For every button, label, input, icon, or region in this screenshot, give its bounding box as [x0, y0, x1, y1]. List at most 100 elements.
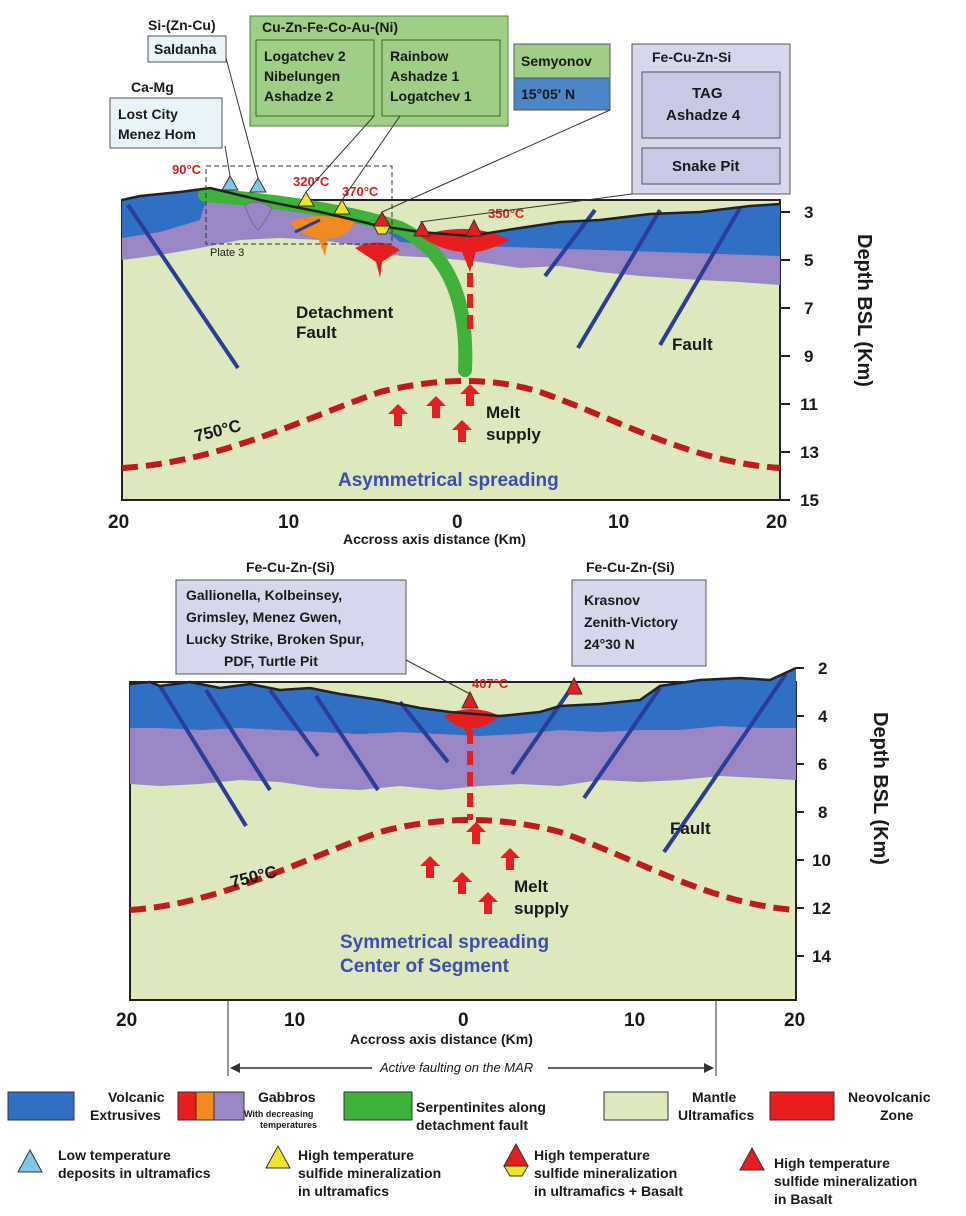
fault-line — [662, 672, 788, 854]
bottom-annotations: Fe-Cu-Zn-(Si) Gallionella, Kolbeinsey, G… — [175, 559, 707, 695]
legend-swatch-serpentinite — [343, 1091, 413, 1121]
detachment-label-2: Fault — [296, 323, 337, 342]
fault-line — [582, 686, 662, 800]
x-tick: 10 — [624, 1010, 645, 1031]
melt-label-top-1: Melt — [486, 403, 520, 422]
legend-swatch-neovolcanic — [769, 1091, 835, 1121]
legend-swatch-gabbro-hot — [177, 1091, 197, 1121]
melt-label-top-2: supply — [486, 425, 541, 444]
bottom-cross-section: 407°C 750°C Fault Melt supply Symmetrica… — [116, 659, 891, 1076]
legend-label: Gabbros — [258, 1089, 316, 1105]
depth-tick: 14 — [812, 947, 831, 966]
fault-line — [126, 203, 240, 370]
box-text: Gallionella, Kolbeinsey, — [186, 587, 342, 603]
melt-label-bottom-2: supply — [514, 899, 569, 918]
x-tick: 20 — [784, 1010, 805, 1031]
depth-tick: 15 — [800, 491, 819, 510]
legend-label: Ultramafics — [678, 1107, 754, 1123]
box-tag — [641, 71, 781, 139]
fault-line — [398, 700, 450, 764]
box-lost-city — [109, 97, 223, 149]
box-text: Ashadze 4 — [666, 107, 741, 124]
active-faulting-label: Active faulting on the MAR — [379, 1060, 533, 1075]
box-text: Ashadze 1 — [390, 68, 459, 84]
legend-label: Extrusives — [90, 1107, 161, 1123]
depth-tick: 13 — [800, 443, 819, 462]
legend-label: in Basalt — [774, 1191, 833, 1207]
gabbro-small-intrusion — [244, 201, 273, 231]
legend-label: High temperature — [534, 1147, 650, 1163]
box-text: 15°05' N — [521, 86, 575, 102]
box-text: PDF, Turtle Pit — [224, 653, 318, 669]
legend-label: sulfide mineralization — [298, 1165, 441, 1181]
asymmetrical-spreading-label: Asymmetrical spreading — [338, 470, 559, 491]
fault-line — [158, 684, 248, 828]
melt-arrows-top — [388, 384, 480, 442]
x-axis-title-top: Accross axis distance (Km) — [343, 531, 526, 547]
box-saldanha — [147, 35, 227, 63]
x-tick: 20 — [116, 1010, 137, 1031]
box-text: Lost City — [118, 106, 178, 122]
legend-label: Volcanic — [108, 1089, 165, 1105]
group-label-cu-zn: Cu-Zn-Fe-Co-Au-(Ni) — [262, 19, 398, 35]
box-rainbow — [381, 39, 501, 117]
bottom-volcanic-layer — [130, 668, 796, 736]
vent-markers-bottom — [461, 676, 583, 709]
legend: Volcanic Extrusives Gabbros With decreas… — [7, 1089, 931, 1207]
legend-icon-high-temp-basalt — [739, 1146, 765, 1171]
depth-tick: 3 — [804, 203, 813, 222]
box-text: 24°30 N — [584, 636, 635, 652]
temp-90: 90°C — [172, 162, 202, 177]
x-tick: 10 — [284, 1010, 305, 1031]
depth-tick: 6 — [818, 755, 827, 774]
leader-lines-top — [224, 57, 633, 223]
neovolcanic-lens-left — [355, 242, 400, 278]
x-axis-title-bottom: Accross axis distance (Km) — [350, 1031, 533, 1047]
x-tick: 10 — [608, 512, 629, 533]
legend-icon-high-temp-both — [503, 1142, 529, 1167]
seafloor-bottom — [129, 666, 797, 718]
legend-label: Serpentinites along — [416, 1099, 546, 1115]
temp-370: 370°C — [342, 184, 379, 199]
x-tick: 10 — [278, 512, 299, 533]
isotherm-750-bottom — [130, 817, 796, 913]
temp-407: 407°C — [472, 676, 509, 691]
legend-icon-low-temp — [17, 1148, 43, 1173]
x-tick: 20 — [766, 512, 787, 533]
box-text: Logatchev 1 — [390, 88, 472, 104]
top-cross-section: Plate 3 90°C 320°C 370°C 350°C 750°C Det… — [108, 162, 875, 547]
fault-line — [204, 688, 272, 792]
legend-swatch-gabbro-cool — [213, 1091, 245, 1121]
bottom-depth-ticks: 2 4 6 8 10 12 14 — [796, 659, 831, 966]
box-text: Snake Pit — [672, 158, 740, 175]
legend-label: in ultramafics — [298, 1183, 389, 1199]
legend-label: sulfide mineralization — [534, 1165, 677, 1181]
legend-swatch-gabbro-warm — [195, 1091, 215, 1121]
center-of-segment-label: Center of Segment — [340, 956, 510, 977]
neovolcanic-zone-top — [420, 228, 510, 272]
depth-tick: 10 — [812, 851, 831, 870]
leader-line — [405, 659, 471, 695]
legend-sublabel: temperatures — [260, 1120, 317, 1130]
depth-tick: 11 — [800, 395, 818, 414]
fault-line — [314, 694, 380, 792]
depth-tick: 7 — [804, 299, 813, 318]
legend-swatch-mantle — [603, 1091, 669, 1121]
box-semyonov — [513, 43, 611, 79]
box-text: Krasnov — [584, 592, 640, 608]
fault-line — [510, 688, 572, 776]
fault-line — [268, 688, 320, 758]
legend-label: High temperature — [298, 1147, 414, 1163]
depth-tick: 5 — [804, 251, 813, 270]
legend-label: Mantle — [692, 1089, 737, 1105]
legend-label: deposits in ultramafics — [58, 1165, 211, 1181]
box-text: Ashadze 2 — [264, 88, 333, 104]
box-text: Semyonov — [521, 53, 592, 69]
box-logatchev-2 — [255, 39, 375, 117]
melt-arrows-bottom — [420, 822, 520, 914]
box-text: TAG — [692, 85, 723, 102]
legend-swatch-volcanic — [7, 1091, 75, 1121]
depth-tick: 4 — [818, 707, 828, 726]
legend-icon-high-temp-both-base — [503, 1165, 529, 1177]
